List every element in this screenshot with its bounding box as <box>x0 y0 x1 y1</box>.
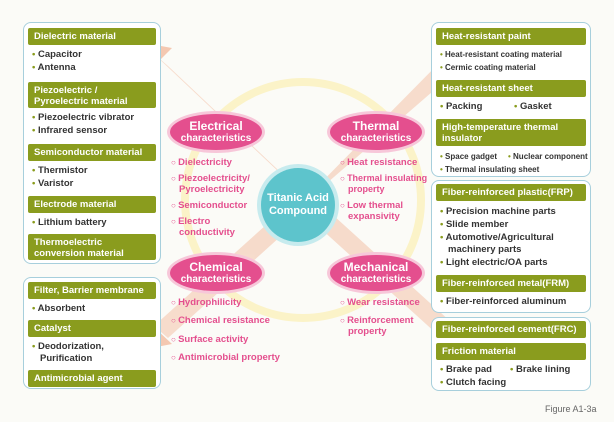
heat-resistant-paint-header: Heat-resistant paint <box>436 28 586 45</box>
electrical-prop: ○ Electro <box>171 216 211 227</box>
figure-label: Figure A1-3a <box>545 404 597 414</box>
electrical-prop: ○ Semiconductor <box>171 200 248 211</box>
list-item: • Heat-resistant coating material <box>440 50 562 59</box>
frc-header: Fiber-reinforced cement(FRC) <box>436 321 586 338</box>
frp-header: Fiber-reinforced plastic(FRP) <box>436 184 586 201</box>
dielectric-material-header: Dielectric material <box>28 28 156 45</box>
list-item: • Cermic coating material <box>440 63 536 72</box>
list-item: machinery parts <box>448 244 522 255</box>
list-item: • Space gadget <box>440 152 498 161</box>
friction-material-header: Friction material <box>436 343 586 360</box>
piezo-material-header: Piezoelectric /Pyroelectric material <box>28 82 156 108</box>
list-item: • Infrared sensor <box>32 125 108 136</box>
chemical-prop: ○ Antimicrobial property <box>171 352 280 363</box>
list-item: • Gasket <box>514 101 552 112</box>
catalyst-header: Catalyst <box>28 320 156 337</box>
electrical-prop: ○ Dielectricity <box>171 157 232 168</box>
right-top-panel <box>431 22 591 177</box>
left-top-panel <box>23 22 161 264</box>
list-item: • Automotive/Agricultural <box>440 232 554 243</box>
list-item: • Nuclear component <box>508 152 588 161</box>
list-item: • Brake pad <box>440 364 492 375</box>
thermal-prop: property <box>348 184 385 194</box>
list-item: Purification <box>40 353 93 364</box>
electrical-prop: Pyroelectricity <box>179 184 245 195</box>
list-item: • Slide member <box>440 219 509 230</box>
list-item: • Varistor <box>32 178 74 189</box>
filter-membrane-header: Filter, Barrier membrane <box>28 282 156 299</box>
thermal-prop: ○ Thermal insulating <box>340 173 428 183</box>
chemical-prop: ○ Chemical resistance <box>171 315 270 326</box>
list-item: • Brake lining <box>510 364 571 375</box>
list-item: • Lithium battery <box>32 217 107 228</box>
list-item: • Capacitor <box>32 49 82 60</box>
semiconductor-material-header: Semiconductor material <box>28 144 156 161</box>
chemical-prop: ○ Surface activity <box>171 334 249 345</box>
list-item: • Thermal insulating sheet <box>440 165 540 174</box>
center-ring <box>181 78 425 322</box>
mechanical-prop: ○ Reinforcement <box>340 315 414 326</box>
mechanical-prop: ○ Wear resistance <box>340 297 420 308</box>
electrode-material-header: Electrode material <box>28 196 156 213</box>
chemical-prop: ○ Hydrophilicity <box>171 297 242 308</box>
heat-resistant-sheet-header: Heat-resistant sheet <box>436 80 586 97</box>
list-item: • Antenna <box>32 62 76 73</box>
list-item: • Packing <box>440 101 483 112</box>
list-item: • Absorbent <box>32 303 86 314</box>
list-item: • Clutch facing <box>440 377 507 388</box>
thermal-prop: ○ Low thermal <box>340 200 404 211</box>
list-item: • Piezoelectric vibrator <box>32 112 135 123</box>
frm-header: Fiber-reinforced metal(FRM) <box>436 275 586 292</box>
list-item: • Thermistor <box>32 165 88 176</box>
antimicrobial-agent-header: Antimicrobial agent <box>28 370 156 387</box>
electrical-prop: conductivity <box>179 227 235 238</box>
mechanical-prop: property <box>348 326 387 337</box>
thermal-prop: ○ Heat resistance <box>340 157 418 168</box>
list-item: • Fiber-reinforced aluminum <box>440 296 567 307</box>
list-item: • Deodorization, <box>32 341 104 352</box>
list-item: • Precision machine parts <box>440 206 556 217</box>
thermal-prop: expansivity <box>348 211 400 222</box>
electrical-prop: ○ Piezoelectricity/ <box>171 173 250 184</box>
list-item: • Light electric/OA parts <box>440 257 548 268</box>
